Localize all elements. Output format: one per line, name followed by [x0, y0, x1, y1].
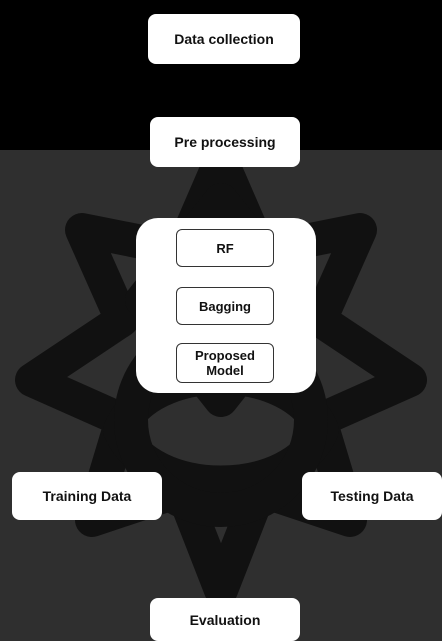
preprocessing-node: Pre processing: [150, 117, 300, 167]
rf-node: RF: [176, 229, 274, 267]
bagging-node: Bagging: [176, 287, 274, 325]
proposed-model-node: Proposed Model: [176, 343, 274, 383]
data-collection-node: Data collection: [148, 14, 300, 64]
evaluation-node: Evaluation: [150, 598, 300, 641]
testing-data-node: Testing Data: [302, 472, 442, 520]
training-data-node: Training Data: [12, 472, 162, 520]
